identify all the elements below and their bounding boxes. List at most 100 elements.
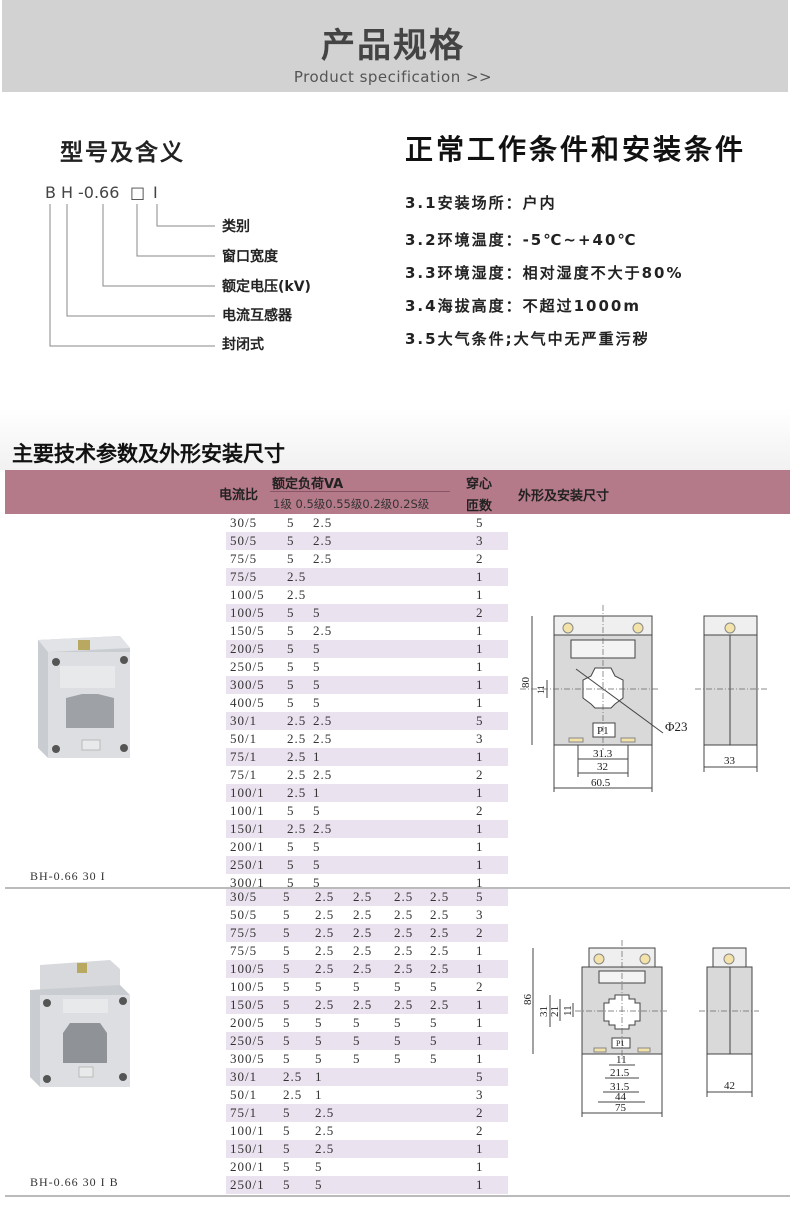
dim-w2: 32 (597, 761, 608, 773)
cell-ratio: 75/5 (230, 551, 258, 566)
cell-load: 1 (315, 1087, 323, 1102)
cell-load: 5 (287, 605, 295, 620)
dim-w21: 21.5 (610, 1067, 630, 1079)
cell-ratio: 75/1 (230, 749, 258, 764)
cell-load: 5 (315, 1051, 323, 1066)
cell-load: 5 (283, 943, 291, 958)
product-image-bh-30-ib (30, 960, 130, 1087)
cell-load: 2.5 (394, 907, 414, 922)
cell-ratio: 150/5 (230, 623, 265, 638)
table-title: 主要技术参数及外形安装尺寸 (12, 442, 285, 466)
cell-load: 2.5 (287, 785, 307, 800)
cell-turns: 1 (476, 1033, 484, 1048)
cell-load: 2.5 (283, 1069, 303, 1084)
dim-depth: 42 (724, 1080, 735, 1092)
cell-ratio: 150/5 (230, 997, 265, 1012)
dim-window: 11 (536, 685, 546, 694)
cell-turns: 1 (476, 1159, 484, 1174)
cell-turns: 2 (476, 925, 484, 940)
cell-load: 5 (283, 1141, 291, 1156)
cell-turns: 1 (476, 677, 484, 692)
cell-turns: 5 (476, 1069, 484, 1084)
cell-load: 5 (394, 1051, 402, 1066)
cell-turns: 1 (476, 943, 484, 958)
cell-turns: 1 (476, 641, 484, 656)
cell-load: 2.5 (313, 731, 333, 746)
condition-item: 3.5大气条件;大气中无严重污秽 (405, 330, 650, 348)
cell-load: 2.5 (287, 821, 307, 836)
cell-turns: 1 (476, 749, 484, 764)
section-divider (5, 1195, 790, 1197)
cell-load: 5 (283, 1105, 291, 1120)
cell-turns: 2 (476, 803, 484, 818)
cell-turns: 1 (476, 821, 484, 836)
cell-turns: 5 (476, 515, 484, 530)
dim-height: 80 (520, 677, 532, 689)
dim-w11: 11 (616, 1054, 627, 1066)
cell-turns: 1 (476, 1051, 484, 1066)
cell-load: 5 (313, 857, 321, 872)
cell-load: 5 (283, 1033, 291, 1048)
cell-load: 5 (283, 961, 291, 976)
dim-h21: 21 (549, 1006, 561, 1017)
cell-ratio: 75/5 (230, 569, 258, 584)
model-label-voltage: 额定电压(kV) (222, 279, 311, 295)
cell-ratio: 250/5 (230, 659, 265, 674)
cell-turns: 2 (476, 767, 484, 782)
cell-load: 2.5 (315, 925, 335, 940)
cell-turns: 1 (476, 1141, 484, 1156)
cell-load: 2.5 (313, 767, 333, 782)
cell-load: 5 (283, 1123, 291, 1138)
cell-ratio: 200/5 (230, 641, 265, 656)
cell-turns: 1 (476, 659, 484, 674)
cell-load: 5 (313, 695, 321, 710)
cell-turns: 3 (476, 907, 484, 922)
condition-item: 3.1安装场所：户内 (405, 194, 557, 212)
cell-load: 5 (283, 1051, 291, 1066)
cell-load: 5 (313, 677, 321, 692)
cell-load: 2.5 (313, 515, 333, 530)
cell-ratio: 30/5 (230, 515, 258, 530)
cell-load: 5 (283, 997, 291, 1012)
cell-ratio: 100/1 (230, 785, 265, 800)
header-banner (2, 0, 788, 92)
cell-ratio: 50/1 (230, 1087, 258, 1102)
cell-load: 2.5 (353, 925, 373, 940)
dim-w31: 31.5 (610, 1081, 630, 1093)
cell-load: 2.5 (430, 925, 450, 940)
cell-ratio: 300/5 (230, 677, 265, 692)
cell-ratio: 75/5 (230, 925, 258, 940)
cell-load: 2.5 (353, 889, 373, 904)
dimension-drawing-1: 80 11 Φ23 P1 31.3 32 60.5 33 (520, 605, 767, 792)
cell-ratio: 400/5 (230, 695, 265, 710)
cell-turns: 1 (476, 1015, 484, 1030)
cell-ratio: 100/5 (230, 587, 265, 602)
cell-ratio: 100/5 (230, 605, 265, 620)
cell-ratio: 100/5 (230, 961, 265, 976)
cell-ratio: 150/1 (230, 1141, 265, 1156)
cell-load: 5 (353, 1033, 361, 1048)
cell-load: 5 (394, 1033, 402, 1048)
cell-load: 2.5 (315, 961, 335, 976)
cell-load: 2.5 (430, 889, 450, 904)
cell-turns: 1 (476, 695, 484, 710)
condition-item: 3.3环境湿度：相对湿度不大于80% (405, 264, 684, 282)
page-title: 产品规格 (321, 26, 465, 66)
product-model-label: BH-0.66 30 I (30, 869, 106, 883)
cell-turns: 5 (476, 713, 484, 728)
cell-ratio: 75/1 (230, 767, 258, 782)
